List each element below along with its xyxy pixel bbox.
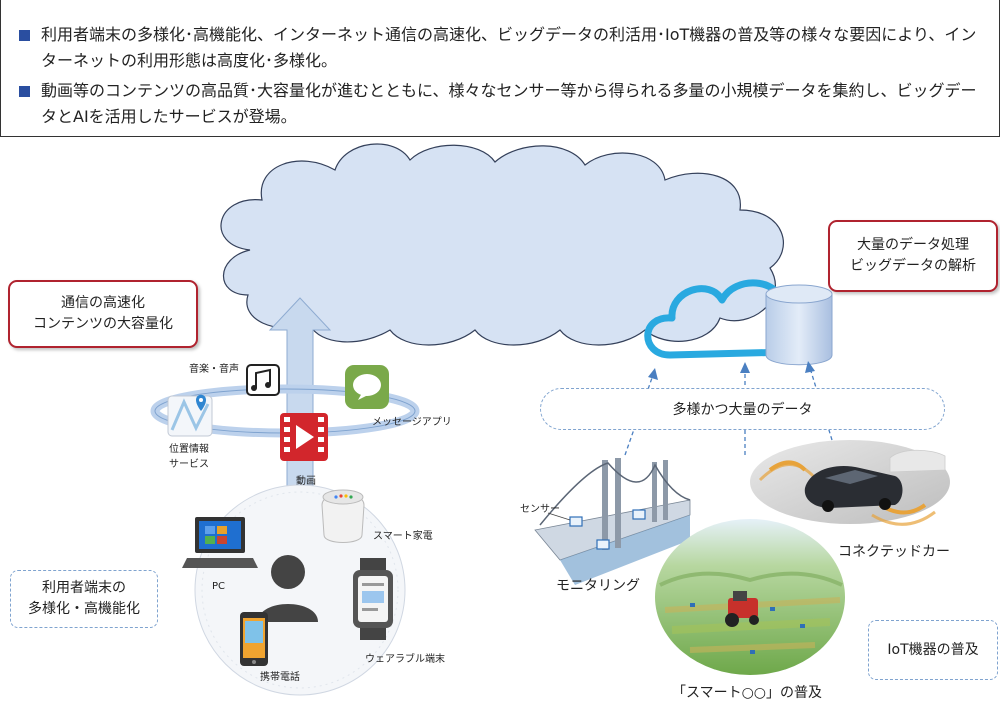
callout-speed-line1: 通信の高速化 bbox=[61, 295, 145, 311]
arrowhead-icon bbox=[648, 368, 658, 380]
user-person-icon bbox=[258, 555, 318, 622]
laptop-icon bbox=[182, 517, 258, 568]
diverse-data-label: 多様かつ大量のデータ bbox=[672, 402, 813, 418]
callout-bigdata: 大量のデータ処理 ビッグデータの解析 bbox=[828, 220, 998, 292]
mobile-label: 携帯電話 bbox=[260, 672, 300, 683]
sensor-label: センサー bbox=[520, 504, 560, 515]
message-app-icon bbox=[345, 365, 389, 409]
smart-farm-illustration bbox=[655, 519, 845, 675]
callout-devices: 利用者端末の 多様化・高機能化 bbox=[10, 570, 158, 628]
database-icon bbox=[765, 284, 833, 366]
location-label-line2: サービス bbox=[169, 459, 209, 470]
callout-devices-line1: 利用者端末の bbox=[42, 580, 126, 596]
music-label: 音楽・音声 bbox=[189, 364, 239, 375]
internet-cloud bbox=[220, 143, 784, 346]
arrowhead-icon bbox=[805, 361, 815, 373]
arrowhead-icon bbox=[740, 362, 750, 373]
bridge-illustration bbox=[534, 458, 691, 585]
message-app-label: メッセージアプリ bbox=[372, 417, 452, 428]
location-label-line1: 位置情報 bbox=[169, 444, 209, 455]
bullet-item: 利用者端末の多様化･高機能化、インターネット通信の高速化、ビッグデータの利活用･… bbox=[19, 22, 979, 74]
connected-car-illustration bbox=[750, 440, 950, 526]
music-icon bbox=[246, 364, 280, 396]
pc-label: PC bbox=[212, 581, 226, 592]
smartwatch-icon bbox=[353, 558, 393, 640]
callout-bigdata-line2: ビッグデータの解析 bbox=[850, 258, 976, 274]
bullet-item: 動画等のコンテンツの高品質･大容量化が進むとともに、様々なセンサー等から得られる… bbox=[19, 78, 979, 130]
callout-devices-line2: 多様化・高機能化 bbox=[28, 601, 140, 617]
wearable-label: ウェアラブル端末 bbox=[365, 654, 445, 665]
smart-speaker-icon bbox=[321, 489, 365, 543]
callout-iot: IoT機器の普及 bbox=[868, 620, 998, 680]
smartphone-icon bbox=[240, 612, 268, 666]
summary-box: 利用者端末の多様化･高機能化、インターネット通信の高速化、ビッグデータの利活用･… bbox=[0, 0, 1000, 137]
video-label: 動画 bbox=[296, 476, 316, 487]
location-service-label: 位置情報 サービス bbox=[166, 440, 212, 470]
monitoring-label: モニタリング bbox=[556, 578, 640, 594]
callout-iot-label: IoT機器の普及 bbox=[887, 641, 979, 658]
callout-speed: 通信の高速化 コンテンツの大容量化 bbox=[8, 280, 198, 348]
connected-car-label: コネクテッドカー bbox=[838, 544, 950, 560]
smart-appliance-label: スマート家電 bbox=[373, 531, 433, 542]
callout-bigdata-line1: 大量のデータ処理 bbox=[857, 237, 969, 253]
bullet-square-icon bbox=[19, 30, 30, 41]
bullet-text: 利用者端末の多様化･高機能化、インターネット通信の高速化、ビッグデータの利活用･… bbox=[41, 25, 977, 70]
map-location-icon bbox=[167, 394, 213, 437]
bullet-text: 動画等のコンテンツの高品質･大容量化が進むとともに、様々なセンサー等から得られる… bbox=[41, 81, 977, 126]
bullet-square-icon bbox=[19, 86, 30, 97]
video-icon bbox=[280, 413, 328, 461]
smart-spread-label: 「スマート○○」の普及 bbox=[672, 685, 823, 701]
callout-speed-line2: コンテンツの大容量化 bbox=[33, 316, 173, 332]
diverse-data-band: 多様かつ大量のデータ bbox=[540, 388, 945, 430]
